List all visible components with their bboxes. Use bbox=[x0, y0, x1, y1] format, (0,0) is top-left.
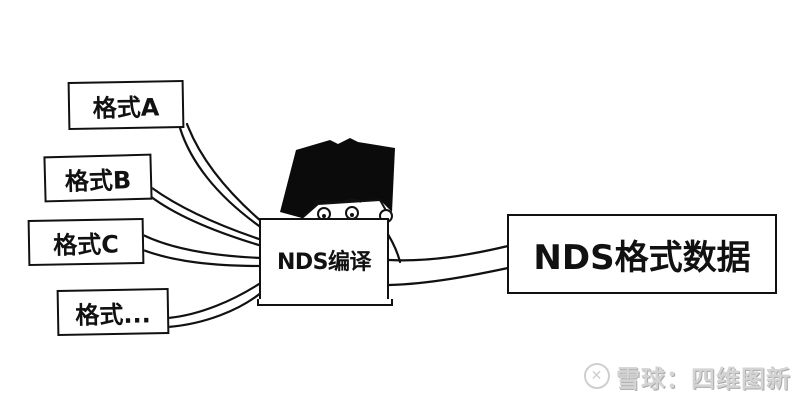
laptop-base bbox=[257, 299, 393, 306]
output-nds-data-box: NDS格式数据 bbox=[507, 214, 777, 294]
source-format-c-label: 格式C bbox=[52, 229, 120, 260]
source-format-c-box: 格式C bbox=[27, 217, 145, 267]
source-format-etc-label: 格式... bbox=[75, 299, 151, 330]
source-format-etc-box: 格式... bbox=[56, 288, 170, 336]
source-format-a-label: 格式A bbox=[92, 92, 160, 123]
source-format-a-box: 格式A bbox=[67, 79, 185, 131]
output-label: NDS格式数据 bbox=[533, 237, 751, 278]
watermark-text: 雪球：四维图新 bbox=[616, 364, 791, 393]
source-format-b-label: 格式B bbox=[64, 165, 132, 196]
xueqiu-logo-icon: ✕ bbox=[584, 363, 610, 389]
nds-compiler-laptop: NDS编译 bbox=[259, 218, 389, 302]
compiler-label: NDS编译 bbox=[276, 250, 372, 275]
watermark: ✕ 雪球：四维图新 bbox=[584, 358, 791, 394]
character-hair bbox=[280, 138, 395, 218]
source-format-b-box: 格式B bbox=[43, 153, 153, 203]
